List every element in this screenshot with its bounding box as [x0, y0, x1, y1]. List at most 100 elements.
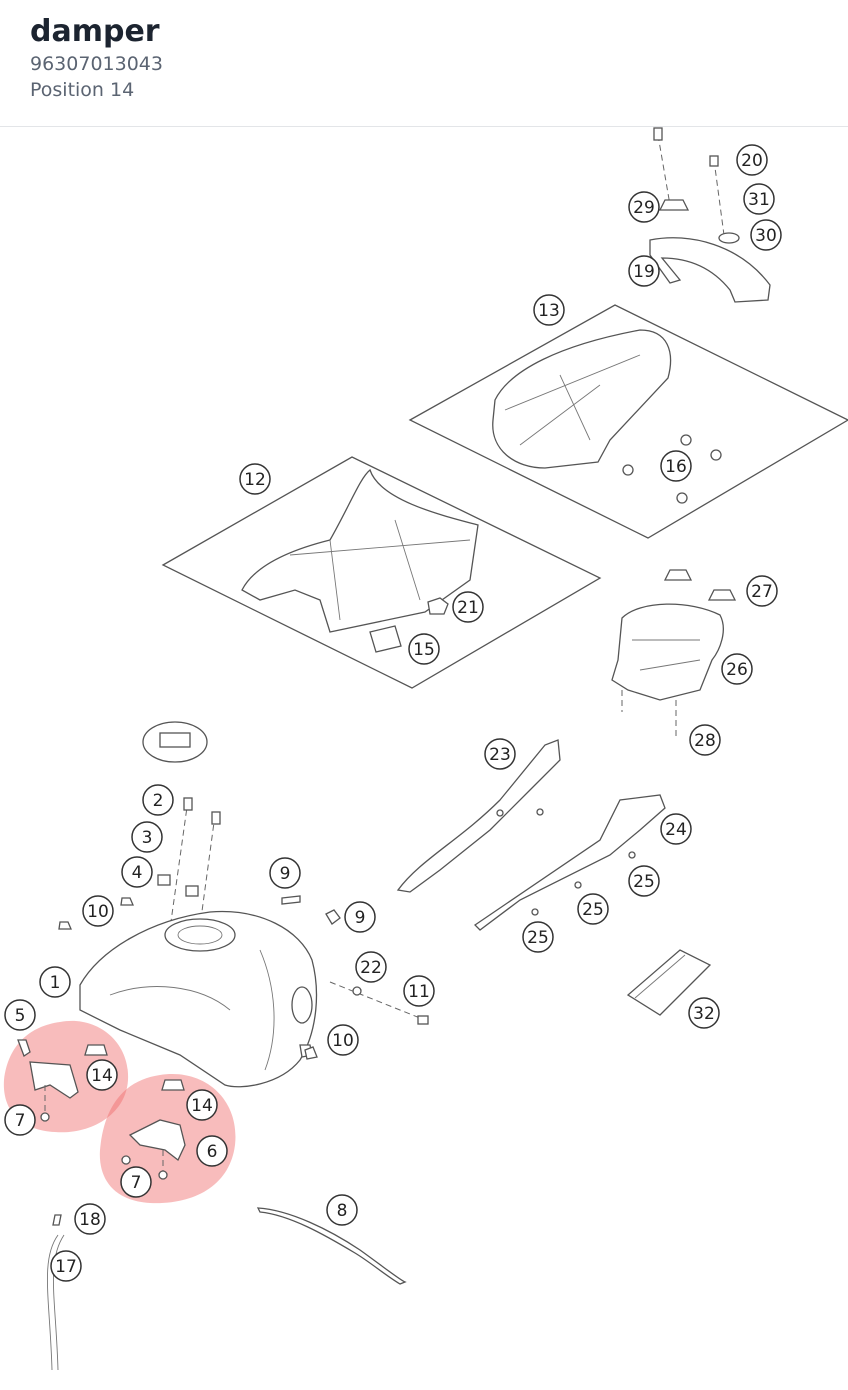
callout-label: 1 — [50, 973, 61, 993]
callout-label: 7 — [131, 1173, 142, 1193]
callout-12[interactable]: 12 — [239, 463, 271, 495]
battery-32 — [626, 949, 712, 1016]
callout-label: 28 — [694, 731, 716, 751]
callout-7[interactable]: 7 — [120, 1166, 152, 1198]
callout-6[interactable]: 6 — [196, 1135, 228, 1167]
callout-circle — [4, 999, 36, 1031]
callout-label: 2 — [153, 791, 164, 811]
callout-1[interactable]: 1 — [39, 966, 71, 998]
callout-circle — [628, 191, 660, 223]
callout-circle — [628, 255, 660, 287]
damper-14-right[interactable] — [161, 1079, 185, 1091]
callout-circle — [131, 821, 163, 853]
callout-32[interactable]: 32 — [688, 997, 720, 1029]
callout-13[interactable]: 13 — [533, 294, 565, 326]
callout-circle — [239, 463, 271, 495]
callout-5[interactable]: 5 — [4, 999, 36, 1031]
callout-circle — [196, 1135, 228, 1167]
callout-label: 25 — [633, 872, 655, 892]
callout-label: 9 — [280, 864, 291, 884]
callout-2[interactable]: 2 — [142, 784, 174, 816]
callout-circle — [484, 738, 516, 770]
callout-4[interactable]: 4 — [121, 856, 153, 888]
callout-3[interactable]: 3 — [131, 821, 163, 853]
callout-circle — [344, 901, 376, 933]
part-header: damper 96307013043 Position 14 — [0, 0, 848, 127]
callout-label: 25 — [527, 928, 549, 948]
callout-circle — [82, 895, 114, 927]
callout-9[interactable]: 9 — [269, 857, 301, 889]
callout-8[interactable]: 8 — [326, 1194, 358, 1226]
callout-label: 9 — [355, 908, 366, 928]
callout-9[interactable]: 9 — [344, 901, 376, 933]
callout-circle — [142, 784, 174, 816]
callout-circle — [50, 1250, 82, 1282]
callout-19[interactable]: 19 — [628, 255, 660, 287]
callout-18[interactable]: 18 — [74, 1203, 106, 1235]
callout-label: 15 — [413, 640, 435, 660]
callout-circle — [688, 997, 720, 1029]
hose-8 — [256, 1207, 407, 1285]
callout-30[interactable]: 30 — [750, 219, 782, 251]
hose-17 — [52, 1214, 62, 1226]
callout-14[interactable]: 14 — [86, 1059, 118, 1091]
callout-label: 16 — [665, 457, 687, 477]
subframe-group — [396, 739, 666, 931]
callout-label: 12 — [244, 470, 266, 490]
callout-26[interactable]: 26 — [721, 653, 753, 685]
callout-circle — [721, 653, 753, 685]
callout-14[interactable]: 14 — [186, 1089, 218, 1121]
callout-circle — [746, 575, 778, 607]
callout-20[interactable]: 20 — [736, 144, 768, 176]
rear-seat-group — [408, 304, 848, 539]
callout-label: 14 — [91, 1066, 113, 1086]
callout-10[interactable]: 10 — [327, 1024, 359, 1056]
callout-11[interactable]: 11 — [403, 975, 435, 1007]
callout-label: 13 — [538, 301, 560, 321]
callout-29[interactable]: 29 — [628, 191, 660, 223]
callout-label: 25 — [582, 900, 604, 920]
callout-31[interactable]: 31 — [743, 183, 775, 215]
fuel-cap-group — [142, 721, 208, 763]
callout-17[interactable]: 17 — [50, 1250, 82, 1282]
callout-label: 11 — [408, 982, 430, 1002]
callout-circle — [750, 219, 782, 251]
callout-23[interactable]: 23 — [484, 738, 516, 770]
callout-label: 24 — [665, 820, 687, 840]
callout-21[interactable]: 21 — [452, 591, 484, 623]
damper-14-left[interactable] — [84, 1044, 108, 1056]
callout-22[interactable]: 22 — [355, 951, 387, 983]
callout-circle — [4, 1104, 36, 1136]
part-title: damper — [30, 14, 160, 49]
callout-15[interactable]: 15 — [408, 633, 440, 665]
callout-28[interactable]: 28 — [689, 724, 721, 756]
callout-circle — [533, 294, 565, 326]
callout-25[interactable]: 25 — [522, 921, 554, 953]
callout-circle — [522, 921, 554, 953]
grab-handle-group — [649, 127, 771, 303]
callout-circle — [186, 1089, 218, 1121]
screw-11-group — [329, 981, 429, 1025]
callout-circle — [408, 633, 440, 665]
callout-circle — [628, 865, 660, 897]
callout-24[interactable]: 24 — [660, 813, 692, 845]
callout-label: 3 — [142, 828, 153, 848]
callout-16[interactable]: 16 — [660, 450, 692, 482]
callout-circle — [689, 724, 721, 756]
callout-circle — [326, 1194, 358, 1226]
callout-25[interactable]: 25 — [628, 865, 660, 897]
callout-25[interactable]: 25 — [577, 893, 609, 925]
callout-7[interactable]: 7 — [4, 1104, 36, 1136]
callout-10[interactable]: 10 — [82, 895, 114, 927]
callout-circle — [121, 856, 153, 888]
callout-circle — [327, 1024, 359, 1056]
front-seat-group — [161, 456, 602, 689]
callout-label: 26 — [726, 660, 748, 680]
callout-27[interactable]: 27 — [746, 575, 778, 607]
callout-label: 30 — [755, 226, 777, 246]
callout-circle — [660, 450, 692, 482]
callout-label: 27 — [751, 582, 773, 602]
callout-label: 5 — [15, 1006, 26, 1026]
callout-circle — [403, 975, 435, 1007]
